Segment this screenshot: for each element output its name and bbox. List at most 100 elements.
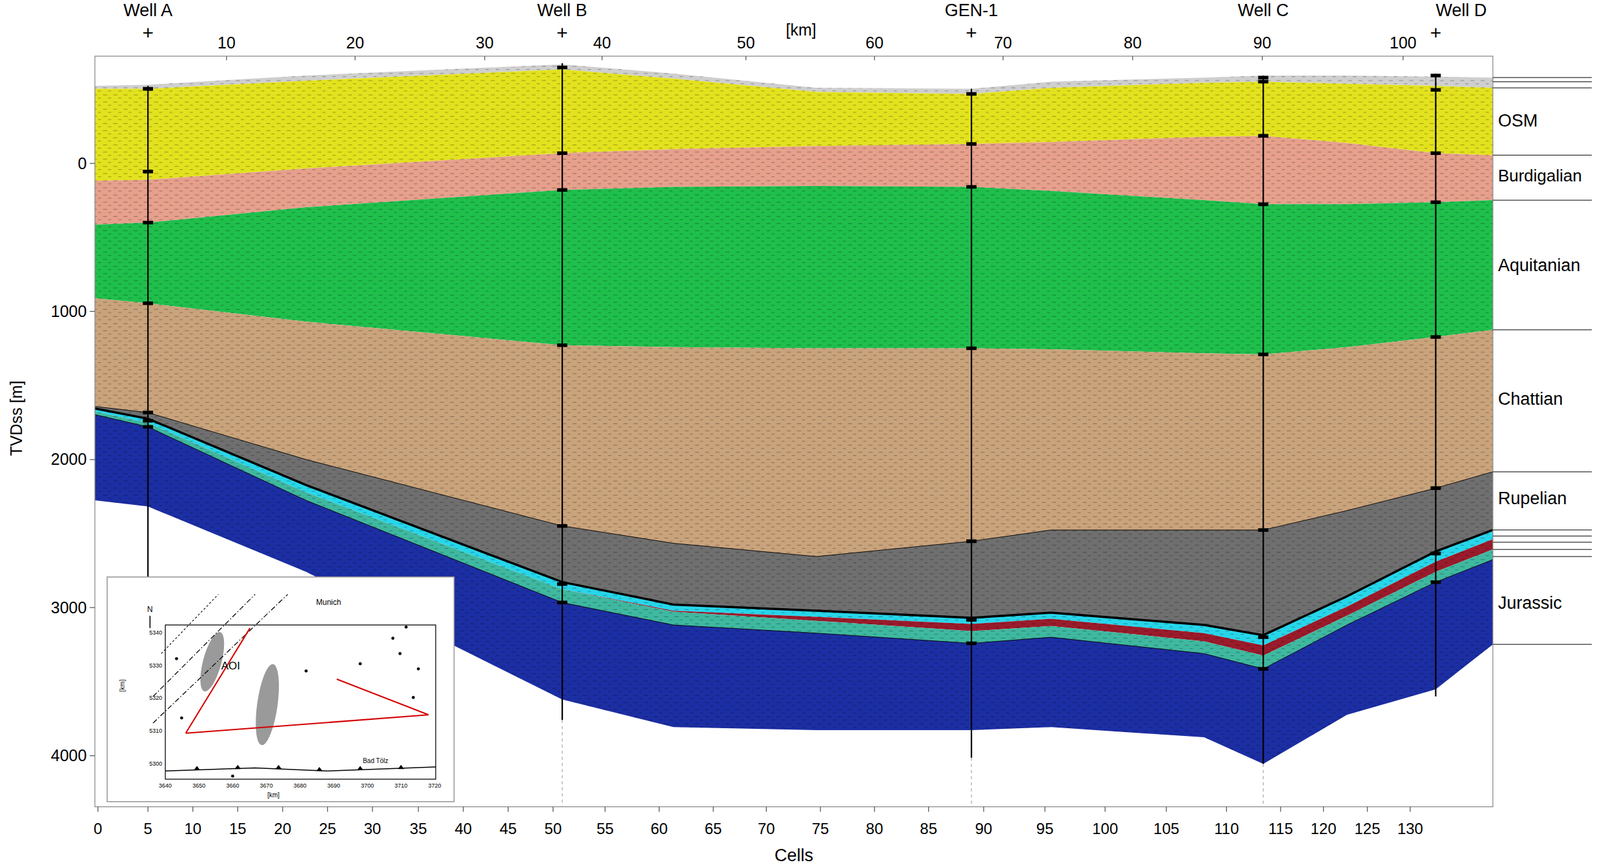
frame [89, 56, 1592, 812]
plot-frame [94, 56, 1493, 807]
thrust-line [165, 766, 436, 771]
label: 10 [183, 820, 202, 837]
map-body [251, 662, 284, 747]
label: 3660 [225, 782, 239, 789]
label: 40 [454, 820, 472, 837]
label: 5310 [149, 727, 163, 734]
label: 2000 [50, 451, 88, 468]
north-arrow [149, 615, 152, 628]
label: 70 [993, 34, 1013, 51]
label: [km] [119, 679, 126, 692]
well-dot [391, 636, 395, 640]
label: 100 [1389, 34, 1417, 51]
label: 60 [650, 820, 669, 837]
label: 5340 [149, 629, 163, 636]
inset-map [107, 577, 455, 802]
label: 85 [919, 820, 938, 837]
label: 80 [1123, 34, 1142, 51]
label: 40 [593, 34, 612, 51]
label: 80 [866, 820, 884, 837]
label: 3690 [327, 782, 341, 789]
label: 5330 [149, 662, 163, 669]
well-dots [174, 625, 420, 778]
label: 1000 [50, 303, 88, 320]
label: 45 [499, 820, 517, 837]
well-dot [358, 662, 363, 666]
label: N [147, 605, 153, 614]
label: Aquitanian [1498, 256, 1581, 275]
well-dot [416, 667, 421, 671]
label: 30 [364, 820, 382, 837]
label: 3640 [158, 782, 172, 789]
label: 65 [704, 820, 723, 837]
label: 3710 [394, 782, 408, 789]
label: [km] [267, 791, 280, 799]
label: + [141, 23, 154, 43]
label: 90 [1253, 34, 1272, 51]
label: + [556, 23, 568, 43]
label: + [1430, 23, 1442, 43]
label: OSM [1498, 111, 1539, 130]
label: 10 [217, 34, 236, 51]
label: Rupelian [1498, 489, 1568, 507]
label: 3650 [192, 782, 206, 789]
label: AOI [221, 659, 241, 671]
label: 55 [596, 820, 614, 837]
label: 115 [1268, 820, 1293, 837]
well-dashed [562, 719, 1264, 807]
label: 5320 [149, 695, 163, 701]
label: 3680 [293, 782, 307, 789]
label: 60 [865, 34, 884, 51]
label: 95 [1036, 820, 1054, 837]
inset-box [107, 577, 455, 802]
label: 3720 [427, 782, 441, 789]
label: 4000 [50, 746, 88, 763]
label: 75 [811, 820, 830, 837]
label: 3000 [50, 598, 88, 616]
label: Munich [316, 598, 342, 607]
label: 20 [274, 820, 292, 837]
horizon-line [94, 406, 1493, 557]
label: GEN-1 [944, 1, 999, 19]
label: Burdigalian [1498, 167, 1582, 184]
label: 3700 [360, 782, 374, 789]
label: 15 [229, 820, 247, 837]
well-dot [404, 625, 408, 629]
label: Chattian [1498, 390, 1564, 408]
section-line [185, 627, 429, 734]
fault-line [152, 594, 288, 723]
label: 120 [1310, 820, 1337, 837]
label: + [965, 23, 978, 43]
label: 3670 [260, 782, 274, 789]
label: Bad Tölz [362, 757, 388, 765]
label: 5 [143, 820, 153, 837]
well-dot [304, 669, 308, 673]
label: 0 [93, 820, 102, 837]
label: 125 [1354, 820, 1381, 837]
label: Well B [536, 1, 588, 19]
label: 25 [318, 820, 337, 837]
label: 30 [475, 34, 494, 51]
label: Cells [774, 846, 814, 864]
label: Well D [1435, 1, 1487, 19]
label: 5300 [149, 760, 163, 767]
label: 50 [544, 820, 563, 837]
label: 70 [757, 820, 776, 837]
label: TVDss [m] [8, 380, 25, 457]
label: 0 [77, 154, 87, 172]
map-frame [165, 624, 436, 780]
well-dot [231, 774, 235, 778]
well-dot [398, 651, 402, 656]
label: 35 [409, 820, 428, 837]
label: Well A [123, 1, 173, 19]
label: Jurassic [1498, 594, 1562, 612]
well-dot [174, 657, 179, 661]
label: Well C [1237, 1, 1289, 19]
well-dot [180, 716, 184, 720]
label: 20 [345, 34, 365, 51]
axis-ticks [89, 56, 1411, 812]
label: 105 [1153, 820, 1180, 837]
thrust-teeth [193, 764, 405, 771]
